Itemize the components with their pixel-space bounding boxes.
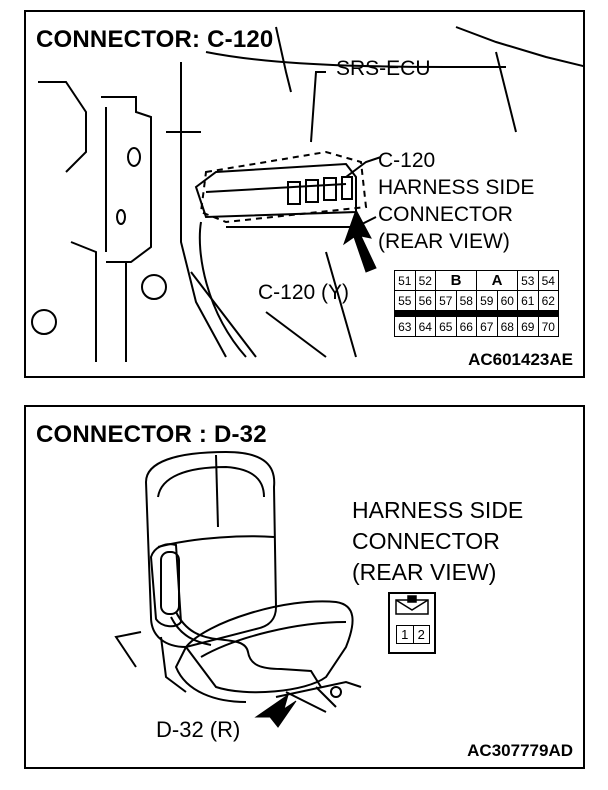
pin-cell: 52 — [414, 270, 436, 291]
pin-cell: 51 — [394, 270, 416, 291]
pin-cell: 57 — [435, 290, 457, 311]
srs-ecu-label: SRS-ECU — [336, 57, 431, 80]
figure-code: AC307779AD — [467, 741, 573, 760]
pin-cell: 63 — [394, 316, 416, 337]
pin-cell: 69 — [517, 316, 539, 337]
connector-lock-icon — [395, 595, 429, 615]
pin-cell: 55 — [394, 290, 416, 311]
connector-c120-panel: CONNECTOR: C-120 SRS-ECU C-120 HARNESS S… — [24, 10, 585, 378]
pin-cell: 65 — [435, 316, 457, 337]
pin-cell: 54 — [537, 270, 559, 291]
pin-cell: B — [435, 270, 477, 291]
srs-ecu-illustration — [31, 26, 583, 362]
pin-cell: 70 — [537, 316, 559, 337]
harness-callout-line: HARNESS SIDE — [352, 497, 524, 523]
pin-cell: 58 — [455, 290, 477, 311]
pin-cell: 53 — [517, 270, 539, 291]
harness-callout-line: (REAR VIEW) — [378, 230, 510, 253]
pin-cell: 61 — [517, 290, 539, 311]
pin-cell: 59 — [476, 290, 498, 311]
connector-color-label: D-32 (R) — [156, 717, 241, 742]
pin-layout-c120: 51 52 B A 53 54 55 56 57 58 59 60 61 62 … — [394, 270, 559, 337]
seat-illustration — [114, 450, 362, 728]
pin-cell: A — [476, 270, 518, 291]
pin-cell: 67 — [476, 316, 498, 337]
page-title: CONNECTOR: C-120 — [36, 26, 274, 53]
page-title: CONNECTOR : D-32 — [36, 421, 267, 448]
pin-cell: 2 — [412, 626, 430, 643]
harness-callout-line: C-120 — [378, 149, 436, 172]
pin-cell: 62 — [537, 290, 559, 311]
connector-d32-panel: CONNECTOR : D-32 HARNESS SIDE CONNECTOR … — [24, 405, 585, 769]
harness-callout-line: CONNECTOR — [378, 203, 513, 226]
harness-callout-line: (REAR VIEW) — [352, 559, 497, 585]
pin-cell: 1 — [401, 627, 409, 642]
pin-cell: 66 — [455, 316, 477, 337]
pin-cell: 56 — [414, 290, 436, 311]
pin-cell: 60 — [496, 290, 518, 311]
figure-code: AC601423AE — [468, 350, 573, 369]
pin-layout-d32: 1 2 — [388, 592, 436, 654]
harness-callout-line: CONNECTOR — [352, 528, 500, 554]
pin-cell: 68 — [496, 316, 518, 337]
harness-callout-line: HARNESS SIDE — [378, 176, 535, 199]
pin-cell: 64 — [414, 316, 436, 337]
connector-color-label: C-120 (Y) — [258, 281, 350, 304]
